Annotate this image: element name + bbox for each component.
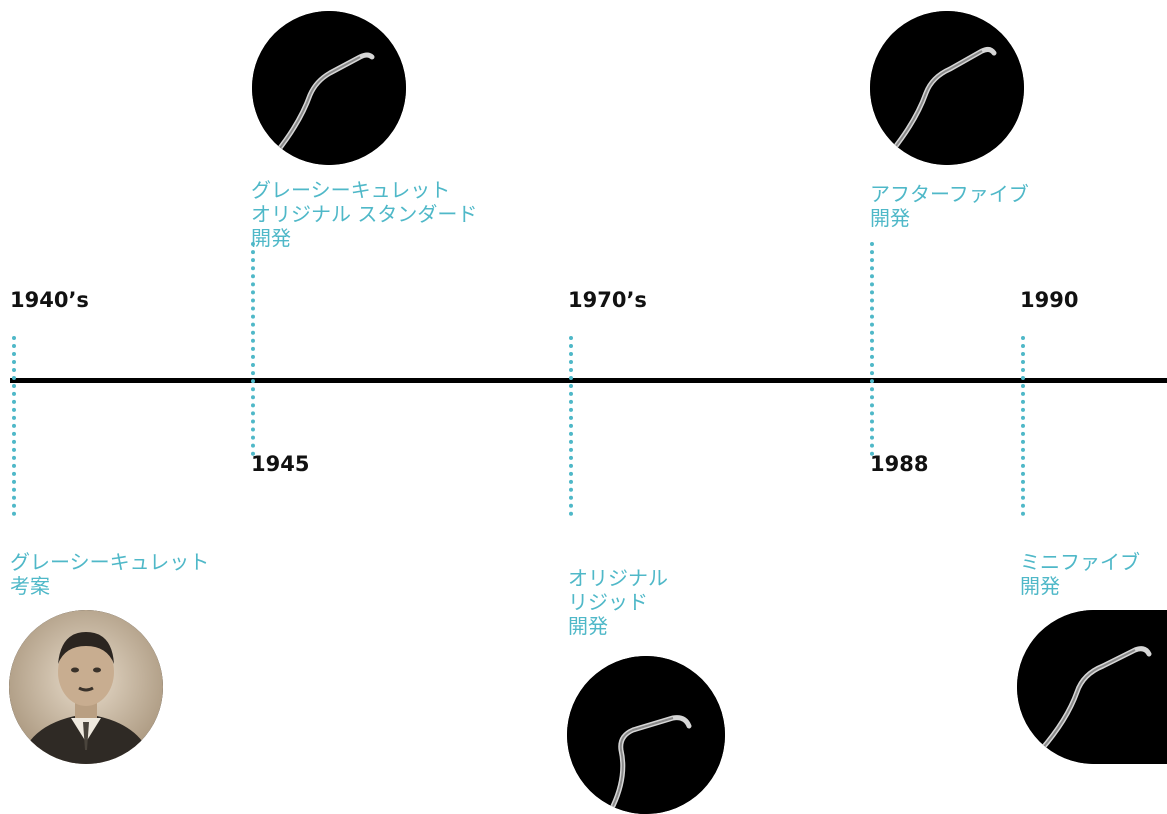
year-label-1945: 1945 (251, 452, 310, 476)
curette-instrument-photo (567, 656, 725, 814)
portrait-photo (9, 610, 163, 764)
curette-instrument-photo (870, 11, 1024, 165)
year-label-1970s: 1970’s (568, 288, 647, 312)
connector-line-1988 (870, 242, 874, 456)
event-label-1945: グレーシーキュレット オリジナル スタンダード 開発 (251, 178, 478, 250)
connector-line-1970s (569, 336, 573, 516)
year-label-1940s: 1940’s (10, 288, 89, 312)
event-label-1988: アフターファイブ 開発 (870, 182, 1029, 230)
curette-instrument-photo (252, 11, 406, 165)
connector-line-1990 (1021, 336, 1025, 516)
connector-line-1940s (12, 336, 16, 516)
year-label-1988: 1988 (870, 452, 929, 476)
event-label-1970s: オリジナル リジッド 開発 (568, 566, 668, 638)
connector-line-1945 (251, 242, 255, 456)
curette-instrument-photo (1017, 610, 1167, 764)
event-label-1990: ミニファイブ 開発 (1020, 550, 1140, 598)
timeline-axis (10, 378, 1167, 383)
event-label-1940s: グレーシーキュレット 考案 (10, 550, 210, 598)
year-label-1990: 1990 (1020, 288, 1079, 312)
